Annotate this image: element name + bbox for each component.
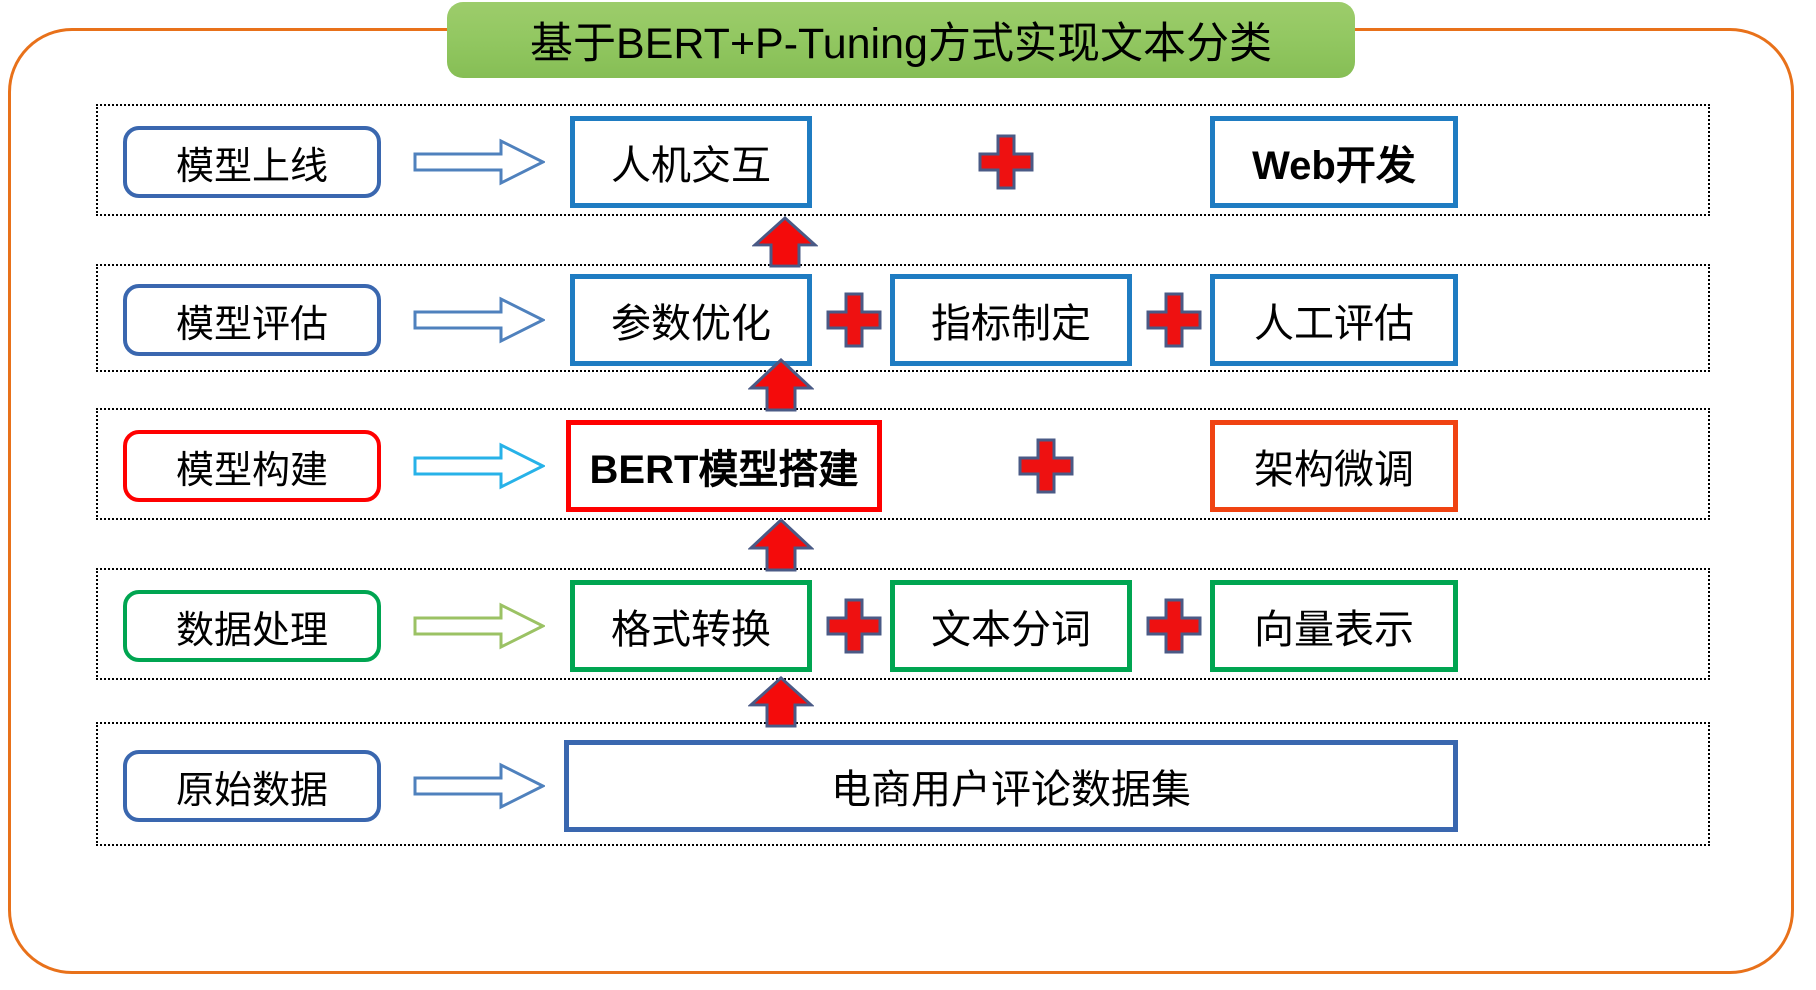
row-build-inner: 模型构建 BERT模型搭建 架构微调 xyxy=(98,410,1708,518)
row-evaluate-stage-label[interactable]: 模型评估 xyxy=(123,284,381,356)
page-title: 基于BERT+P-Tuning方式实现文本分类 xyxy=(530,20,1272,68)
row-deploy: 模型上线 人机交互 Web开发 xyxy=(96,104,1710,216)
up-arrow-process-to-build-icon xyxy=(747,517,815,572)
row-data-process-inner: 数据处理 格式转换文本分词向量表示 xyxy=(98,570,1708,678)
row-raw-data-stage-label[interactable]: 原始数据 xyxy=(123,750,381,822)
row-raw-data-box-1[interactable]: 电商用户评论数据集 xyxy=(564,740,1458,832)
row-raw-data: 原始数据 电商用户评论数据集 xyxy=(96,722,1710,846)
row-deploy-box-1[interactable]: 人机交互 xyxy=(570,116,812,208)
row-deploy-stage-label[interactable]: 模型上线 xyxy=(123,126,381,198)
row-build-box-2[interactable]: 架构微调 xyxy=(1210,420,1458,512)
row-data-process-stage-label[interactable]: 数据处理 xyxy=(123,590,381,662)
row-deploy-inner: 模型上线 人机交互 Web开发 xyxy=(98,106,1708,214)
row-data-process-right-arrow-icon xyxy=(413,602,547,650)
row-evaluate: 模型评估 参数优化指标制定人工评估 xyxy=(96,264,1710,372)
row-evaluate-plus-icon-1 xyxy=(826,292,882,348)
up-arrow-build-to-evaluate-icon xyxy=(747,357,815,412)
row-data-process-plus-icon-1 xyxy=(826,598,882,654)
row-deploy-right-arrow-icon xyxy=(413,138,547,186)
row-data-process: 数据处理 格式转换文本分词向量表示 xyxy=(96,568,1710,680)
row-data-process-box-2[interactable]: 文本分词 xyxy=(890,580,1132,672)
row-evaluate-box-2[interactable]: 指标制定 xyxy=(890,274,1132,366)
row-build-stage-label[interactable]: 模型构建 xyxy=(123,430,381,502)
row-evaluate-box-3[interactable]: 人工评估 xyxy=(1210,274,1458,366)
row-evaluate-plus-icon-2 xyxy=(1146,292,1202,348)
row-evaluate-inner: 模型评估 参数优化指标制定人工评估 xyxy=(98,266,1708,370)
row-data-process-plus-icon-2 xyxy=(1146,598,1202,654)
row-data-process-box-3[interactable]: 向量表示 xyxy=(1210,580,1458,672)
row-build: 模型构建 BERT模型搭建 架构微调 xyxy=(96,408,1710,520)
row-raw-data-inner: 原始数据 电商用户评论数据集 xyxy=(98,724,1708,844)
up-arrow-evaluate-to-deploy-icon xyxy=(751,215,819,268)
diagram-title-banner: 基于BERT+P-Tuning方式实现文本分类 xyxy=(447,2,1355,78)
row-evaluate-right-arrow-icon xyxy=(413,296,547,344)
row-build-right-arrow-icon xyxy=(413,442,547,490)
up-arrow-raw-to-process-icon xyxy=(747,675,815,728)
row-raw-data-right-arrow-icon xyxy=(413,762,547,810)
row-deploy-box-2[interactable]: Web开发 xyxy=(1210,116,1458,208)
row-data-process-box-1[interactable]: 格式转换 xyxy=(570,580,812,672)
row-build-plus-icon-1 xyxy=(1018,438,1074,494)
row-evaluate-box-1[interactable]: 参数优化 xyxy=(570,274,812,366)
row-build-box-1[interactable]: BERT模型搭建 xyxy=(566,420,882,512)
row-deploy-plus-icon-1 xyxy=(978,134,1034,190)
